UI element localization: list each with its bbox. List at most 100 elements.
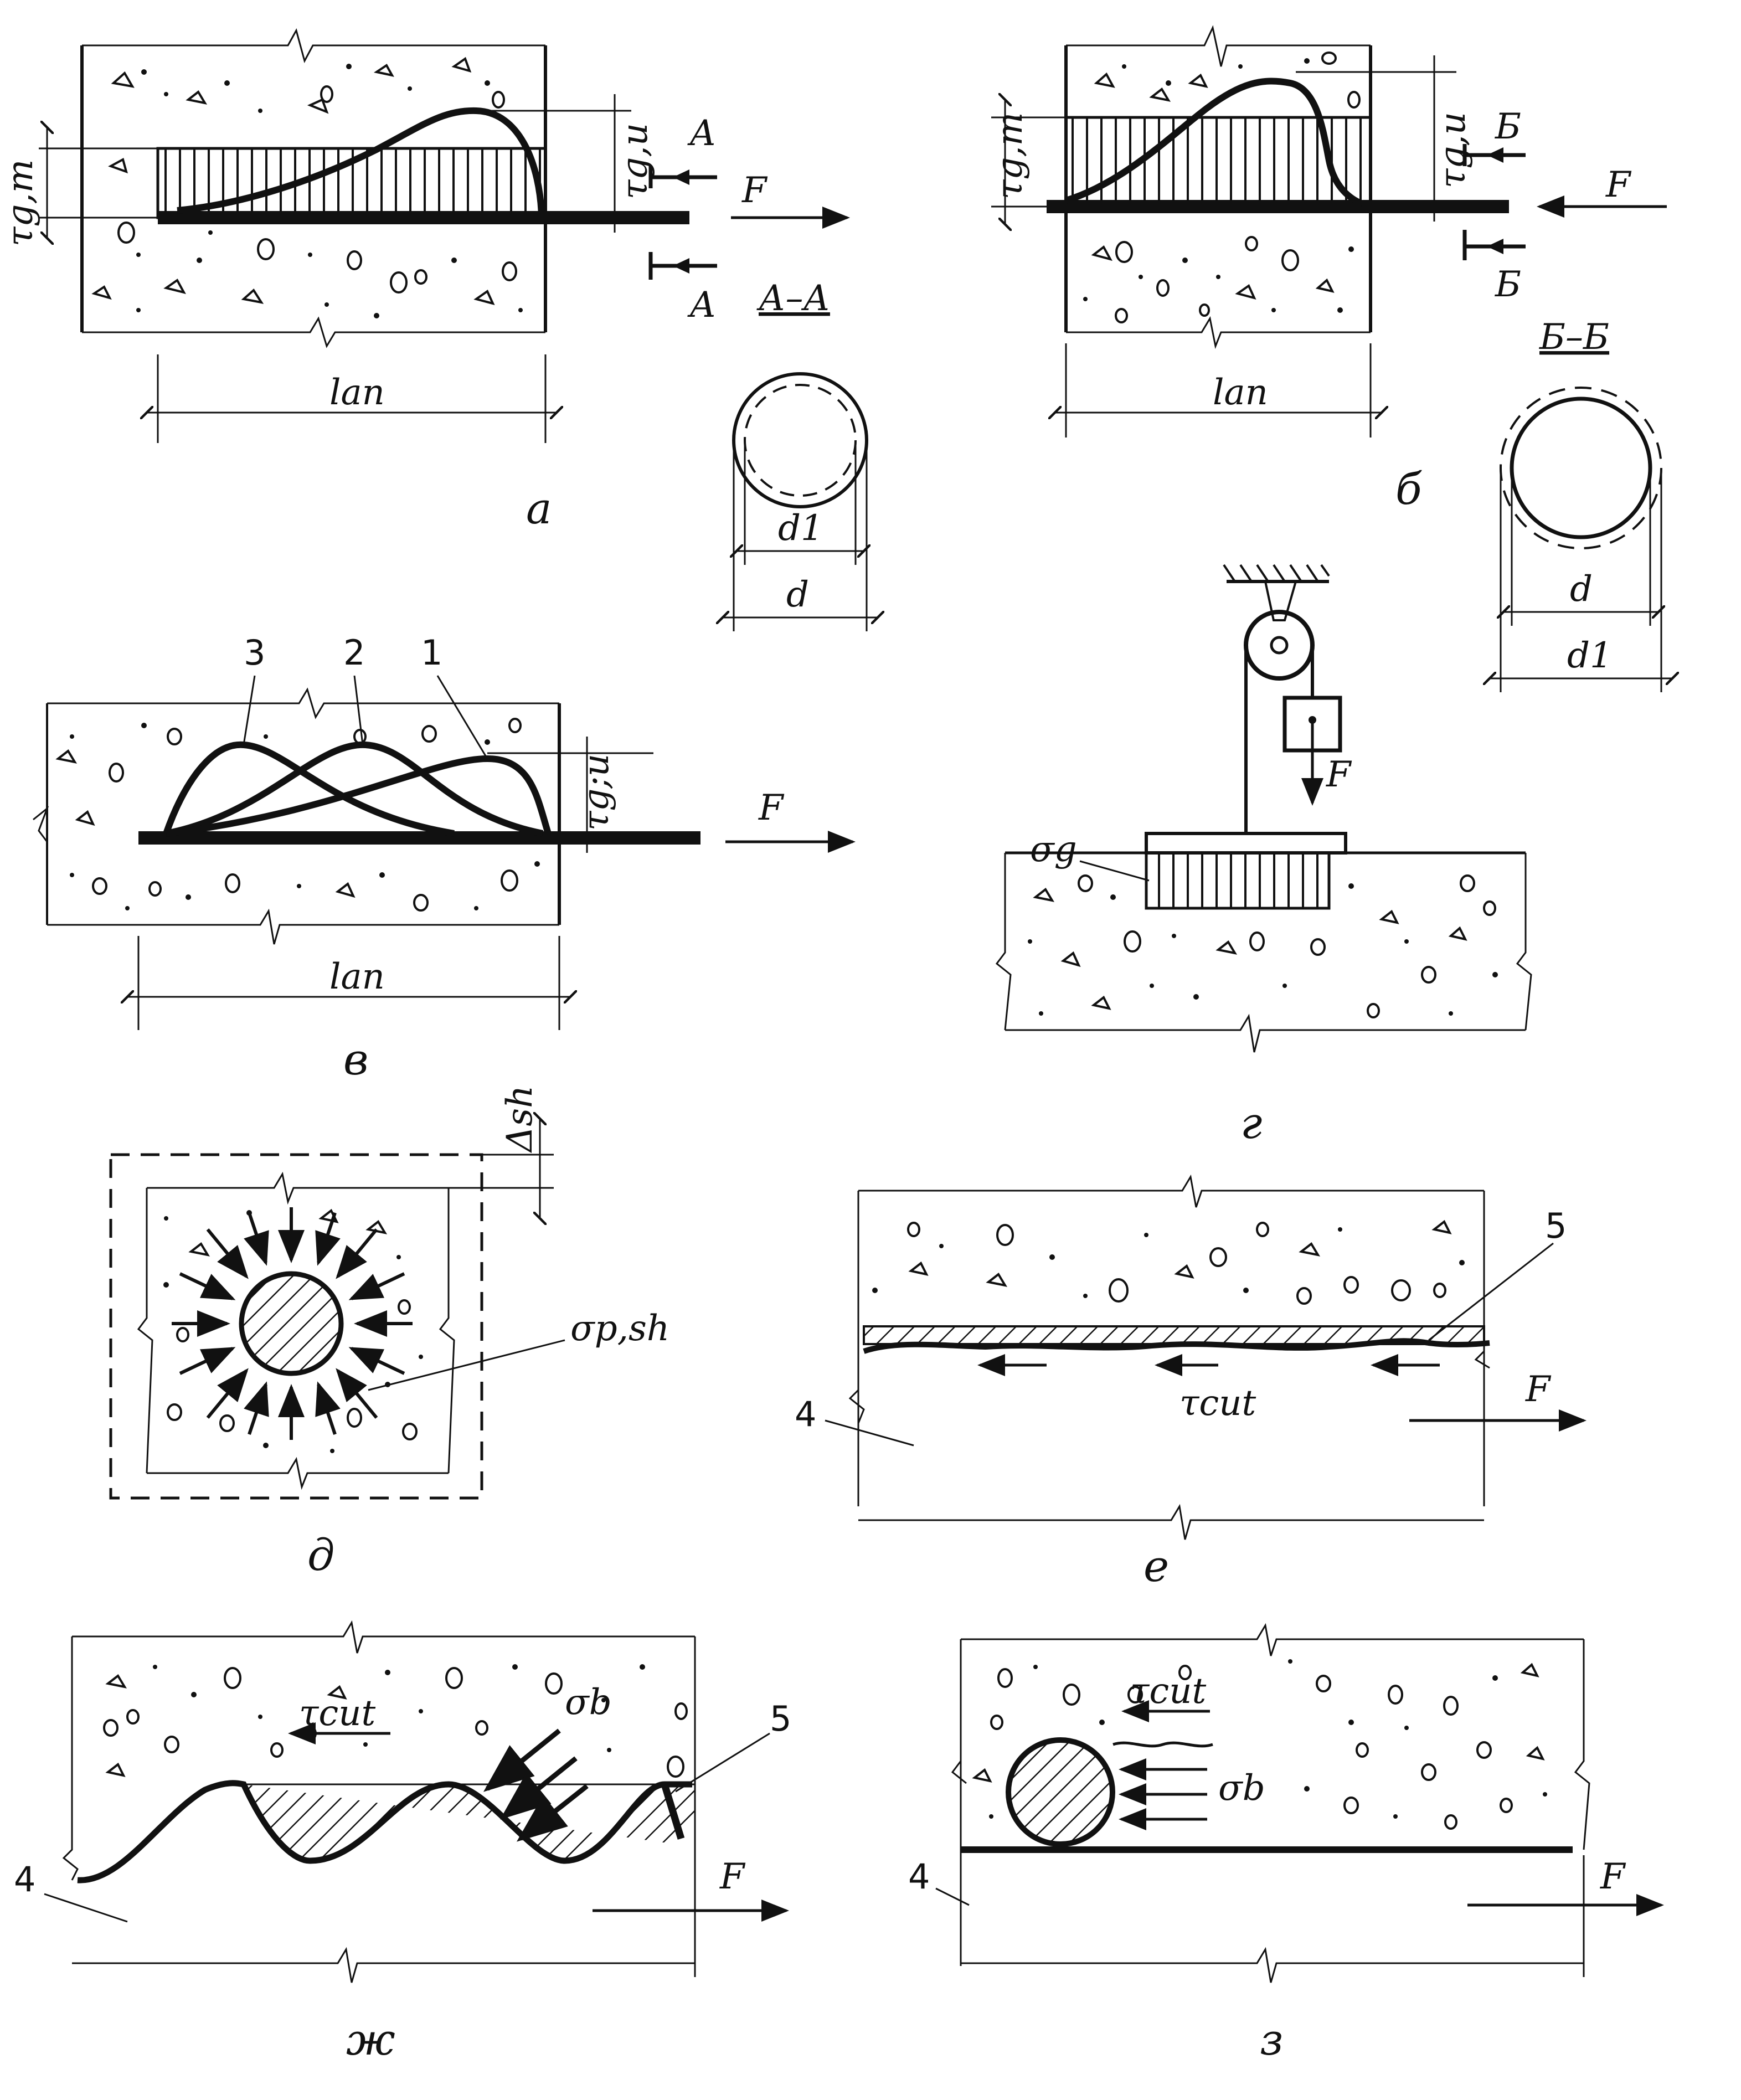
shrinkage-pressure-arrows xyxy=(172,1207,413,1440)
concrete-block xyxy=(857,1174,1485,1506)
sand-dots xyxy=(163,1210,423,1453)
bond-curve-3 xyxy=(163,741,455,837)
bond-layer xyxy=(244,1784,695,1861)
length-label: lan xyxy=(329,956,385,997)
bond-curve-1 xyxy=(166,755,552,837)
bond-stress-curve xyxy=(177,107,545,217)
concrete-block xyxy=(80,28,547,348)
label-5: 5 xyxy=(770,1698,791,1739)
sand-dots xyxy=(136,64,523,318)
d-label: d xyxy=(786,574,809,615)
sand-dots xyxy=(70,723,540,910)
bond-stress-curve xyxy=(1065,78,1364,207)
bearing-arrows xyxy=(1119,1758,1207,1830)
panel-v: 3 2 1 τg;u F lan в xyxy=(33,632,856,1085)
panel-e: τcut F 4 5 е xyxy=(795,1174,1587,1592)
sigma-b-label: σb xyxy=(1218,1768,1265,1809)
force-label: F xyxy=(1600,1856,1626,1897)
curve-label-1: 1 xyxy=(421,632,442,673)
concrete-block xyxy=(137,1171,455,1490)
d1-label: d1 xyxy=(778,508,823,549)
tau-gm-dimension: τg,m xyxy=(0,127,158,246)
pulley-support xyxy=(1223,564,1330,681)
label-4: 4 xyxy=(908,1856,930,1897)
label-4: 4 xyxy=(795,1394,816,1434)
cross-section-a: d1 d xyxy=(723,372,878,631)
shrinkage-outline xyxy=(109,1153,483,1500)
rebar-cross-section xyxy=(239,1271,344,1376)
force-label: F xyxy=(1326,754,1352,795)
force-label: F xyxy=(719,1856,746,1897)
length-label: lan xyxy=(329,372,385,413)
length-label: lan xyxy=(1213,372,1268,413)
sand-dots xyxy=(989,1659,1547,1819)
concrete-block xyxy=(951,1623,1590,1966)
tau-gm-dimension: τg,m xyxy=(990,100,1066,224)
force-label: F xyxy=(1525,1369,1552,1410)
concrete-block xyxy=(71,1620,696,1949)
sand-dots xyxy=(153,1664,645,1752)
anchorage-length-dimension: lan xyxy=(147,354,557,443)
force-label: F xyxy=(1605,164,1632,205)
bond-curve-2 xyxy=(165,741,544,837)
panel-caption-a: а xyxy=(526,484,552,534)
panel-caption-z: з xyxy=(1260,2015,1284,2065)
pulley xyxy=(1244,610,1315,681)
label-5: 5 xyxy=(1545,1206,1567,1246)
sand-dots xyxy=(872,1227,1465,1298)
force-label: F xyxy=(741,170,768,211)
delta-sh-dimension: Δsh xyxy=(449,1085,554,1218)
section-title: Б–Б xyxy=(1539,317,1609,358)
section-mark-bottom: Б xyxy=(1495,264,1521,305)
curve-label-3: 3 xyxy=(244,632,265,673)
section-mark-top: Б xyxy=(1495,106,1521,147)
panel-b: τg,m τg,u Б Б F lan Б–Б xyxy=(990,25,1672,692)
cross-section-b: d d1 xyxy=(1490,387,1672,692)
aggregate xyxy=(1033,874,1496,1018)
label-4: 4 xyxy=(14,1859,35,1900)
d-label: d xyxy=(1570,569,1593,610)
aggregate xyxy=(907,1219,1452,1305)
tau-gm-label: τg,m xyxy=(990,112,1031,199)
sigma-g-label: σg xyxy=(1030,829,1077,870)
curve-label-2: 2 xyxy=(343,632,365,673)
tau-cut-label: τcut xyxy=(299,1693,375,1734)
sigma-b-label: σb xyxy=(565,1682,612,1723)
plate xyxy=(1145,832,1347,855)
panel-caption-zh: ж xyxy=(346,2015,395,2065)
concrete-base xyxy=(995,851,1532,1053)
tau-gm-label: τg,m xyxy=(0,159,41,246)
stress-block-mean xyxy=(1064,116,1372,207)
panel-caption-d: д xyxy=(307,1531,334,1581)
section-title: А–А xyxy=(756,278,830,319)
panel-caption-g: г xyxy=(1240,1099,1262,1149)
sigma-psh-label: σp,sh xyxy=(570,1308,669,1349)
aggregate xyxy=(55,718,538,912)
aggregate xyxy=(103,1667,688,1778)
panel-caption-b: б xyxy=(1395,465,1422,514)
adhesion-stress-block xyxy=(1145,851,1331,910)
d1-label: d1 xyxy=(1567,635,1613,676)
concrete-block xyxy=(33,687,561,945)
panel-z: τcut σb 4 F з xyxy=(908,1623,1664,2065)
sand-dots xyxy=(1083,58,1354,313)
panel-a: τg,m τg,u А А F lan А–А xyxy=(0,28,878,631)
section-mark-bottom: А xyxy=(687,285,716,326)
force-label: F xyxy=(758,787,785,828)
tau-cut-label: τcut xyxy=(1179,1383,1256,1424)
panel-caption-v: в xyxy=(343,1035,368,1085)
panel-g: F σg г xyxy=(995,564,1532,1149)
sand-dots xyxy=(1028,883,1498,1016)
tau-gu-dimension: τg;u xyxy=(487,737,653,853)
anchorage-length-dimension: lan xyxy=(1055,343,1382,437)
panel-zh: τcut σb 5 4 F ж xyxy=(14,1620,791,2065)
tau-gu-label: τg,u xyxy=(1433,112,1474,188)
rebar-cross-section xyxy=(1006,1737,1115,1847)
contact-surface xyxy=(863,1338,1490,1354)
section-mark-top: А xyxy=(687,113,716,154)
delta-sh-label: Δsh xyxy=(499,1085,540,1154)
section-cut-b: Б Б xyxy=(1462,106,1526,305)
panel-caption-e: е xyxy=(1144,1542,1169,1592)
aggregate xyxy=(91,56,517,306)
